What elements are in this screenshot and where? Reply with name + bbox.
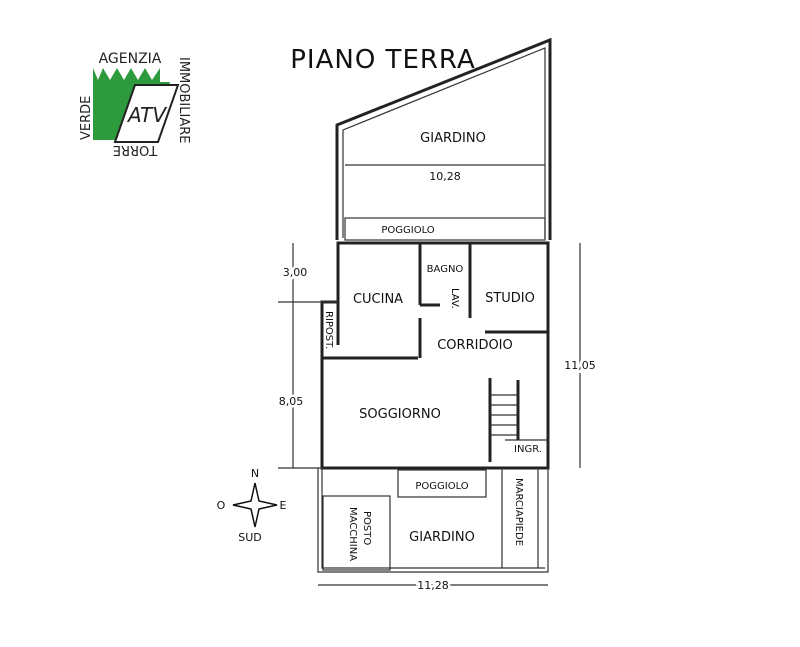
room-label-ingr: INGR. — [514, 444, 542, 455]
house: BAGNO LAV. CUCINA STUDIO RIPOST. CORRIDO… — [320, 241, 550, 470]
compass-sud: SUD — [238, 531, 262, 544]
room-label-soggiorno: SOGGIORNO — [359, 407, 441, 422]
compass-icon: N O E SUD — [217, 467, 287, 544]
logo-text-left: VERDE — [79, 96, 94, 140]
room-label-bagno: BAGNO — [427, 264, 464, 275]
logo-text-top: AGENZIA — [99, 51, 162, 67]
room-label-posto: POSTO — [361, 511, 372, 545]
plan-title: PIANO TERRA — [290, 45, 475, 75]
room-label-studio: STUDIO — [485, 291, 535, 306]
room-label-giardino-top: GIARDINO — [420, 131, 486, 146]
room-label-lav: LAV. — [449, 288, 460, 309]
room-label-poggiolo-top: POGGIOLO — [381, 225, 434, 236]
agency-logo: ATV AGENZIA VERDE IMMOBILIARE TORRE — [79, 51, 191, 157]
compass-o: O — [217, 499, 226, 512]
logo-text-right: IMMOBILIARE — [176, 57, 191, 143]
room-label-ripost: RIPOST. — [323, 311, 334, 349]
logo-mark: ATV — [126, 103, 167, 127]
dim-left-upper: 3,00 — [283, 266, 308, 279]
room-label-corridoio: CORRIDOIO — [437, 338, 513, 353]
dim-left-lower: 8,05 — [279, 395, 304, 408]
room-label-macchina: MACCHINA — [347, 507, 358, 561]
room-label-marciapiede: MARCIAPIEDE — [513, 478, 524, 546]
lower-garden: POGGIOLO POSTO MACCHINA GIARDINO MARCIAP… — [317, 468, 549, 573]
dim-top-width: 10,28 — [429, 170, 461, 183]
dim-bottom-width: 11,28 — [417, 579, 449, 592]
logo-parallelogram — [113, 84, 180, 143]
room-label-giardino-bottom: GIARDINO — [409, 530, 475, 545]
dim-right-depth: 11,05 — [564, 359, 596, 372]
room-label-cucina: CUCINA — [353, 292, 403, 307]
logo-text-bottom: TORRE — [113, 142, 158, 157]
compass-n: N — [251, 467, 259, 480]
compass-e: E — [280, 499, 287, 512]
top-garden: GIARDINO 10,28 POGGIOLO — [335, 37, 552, 241]
dimension-lines: 11,28 11,05 3,00 8,05 — [276, 243, 599, 595]
room-label-poggiolo-bottom: POGGIOLO — [415, 481, 468, 492]
